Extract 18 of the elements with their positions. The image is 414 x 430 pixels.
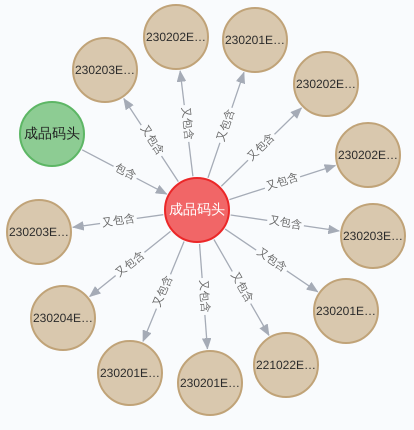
graph-node: 230201E… [177,350,243,416]
edge-label: 又包含 [98,212,138,230]
edge-label: 又包含 [196,278,212,316]
graph-node: 230202E… [335,122,401,188]
graph-node: 成品码头 [164,177,230,243]
graph-node: 230201E… [97,340,163,406]
graph-node: 230203E… [6,199,72,265]
graph-node: 230201E… [313,278,379,344]
graph-node: 230203E… [72,37,138,103]
graph-node: 230203E… [340,203,406,269]
graph-node: 221022E… [253,332,319,398]
graph-node: 230201E… [222,7,288,73]
edge-label: 又包含 [178,104,196,143]
graph-node: 230202E… [293,51,359,117]
edge-label: 又包含 [266,214,304,232]
graph-node: 230204E… [30,285,96,351]
graph-node: 成品码头 [19,101,85,167]
graph-node: 230202E… [143,4,209,70]
